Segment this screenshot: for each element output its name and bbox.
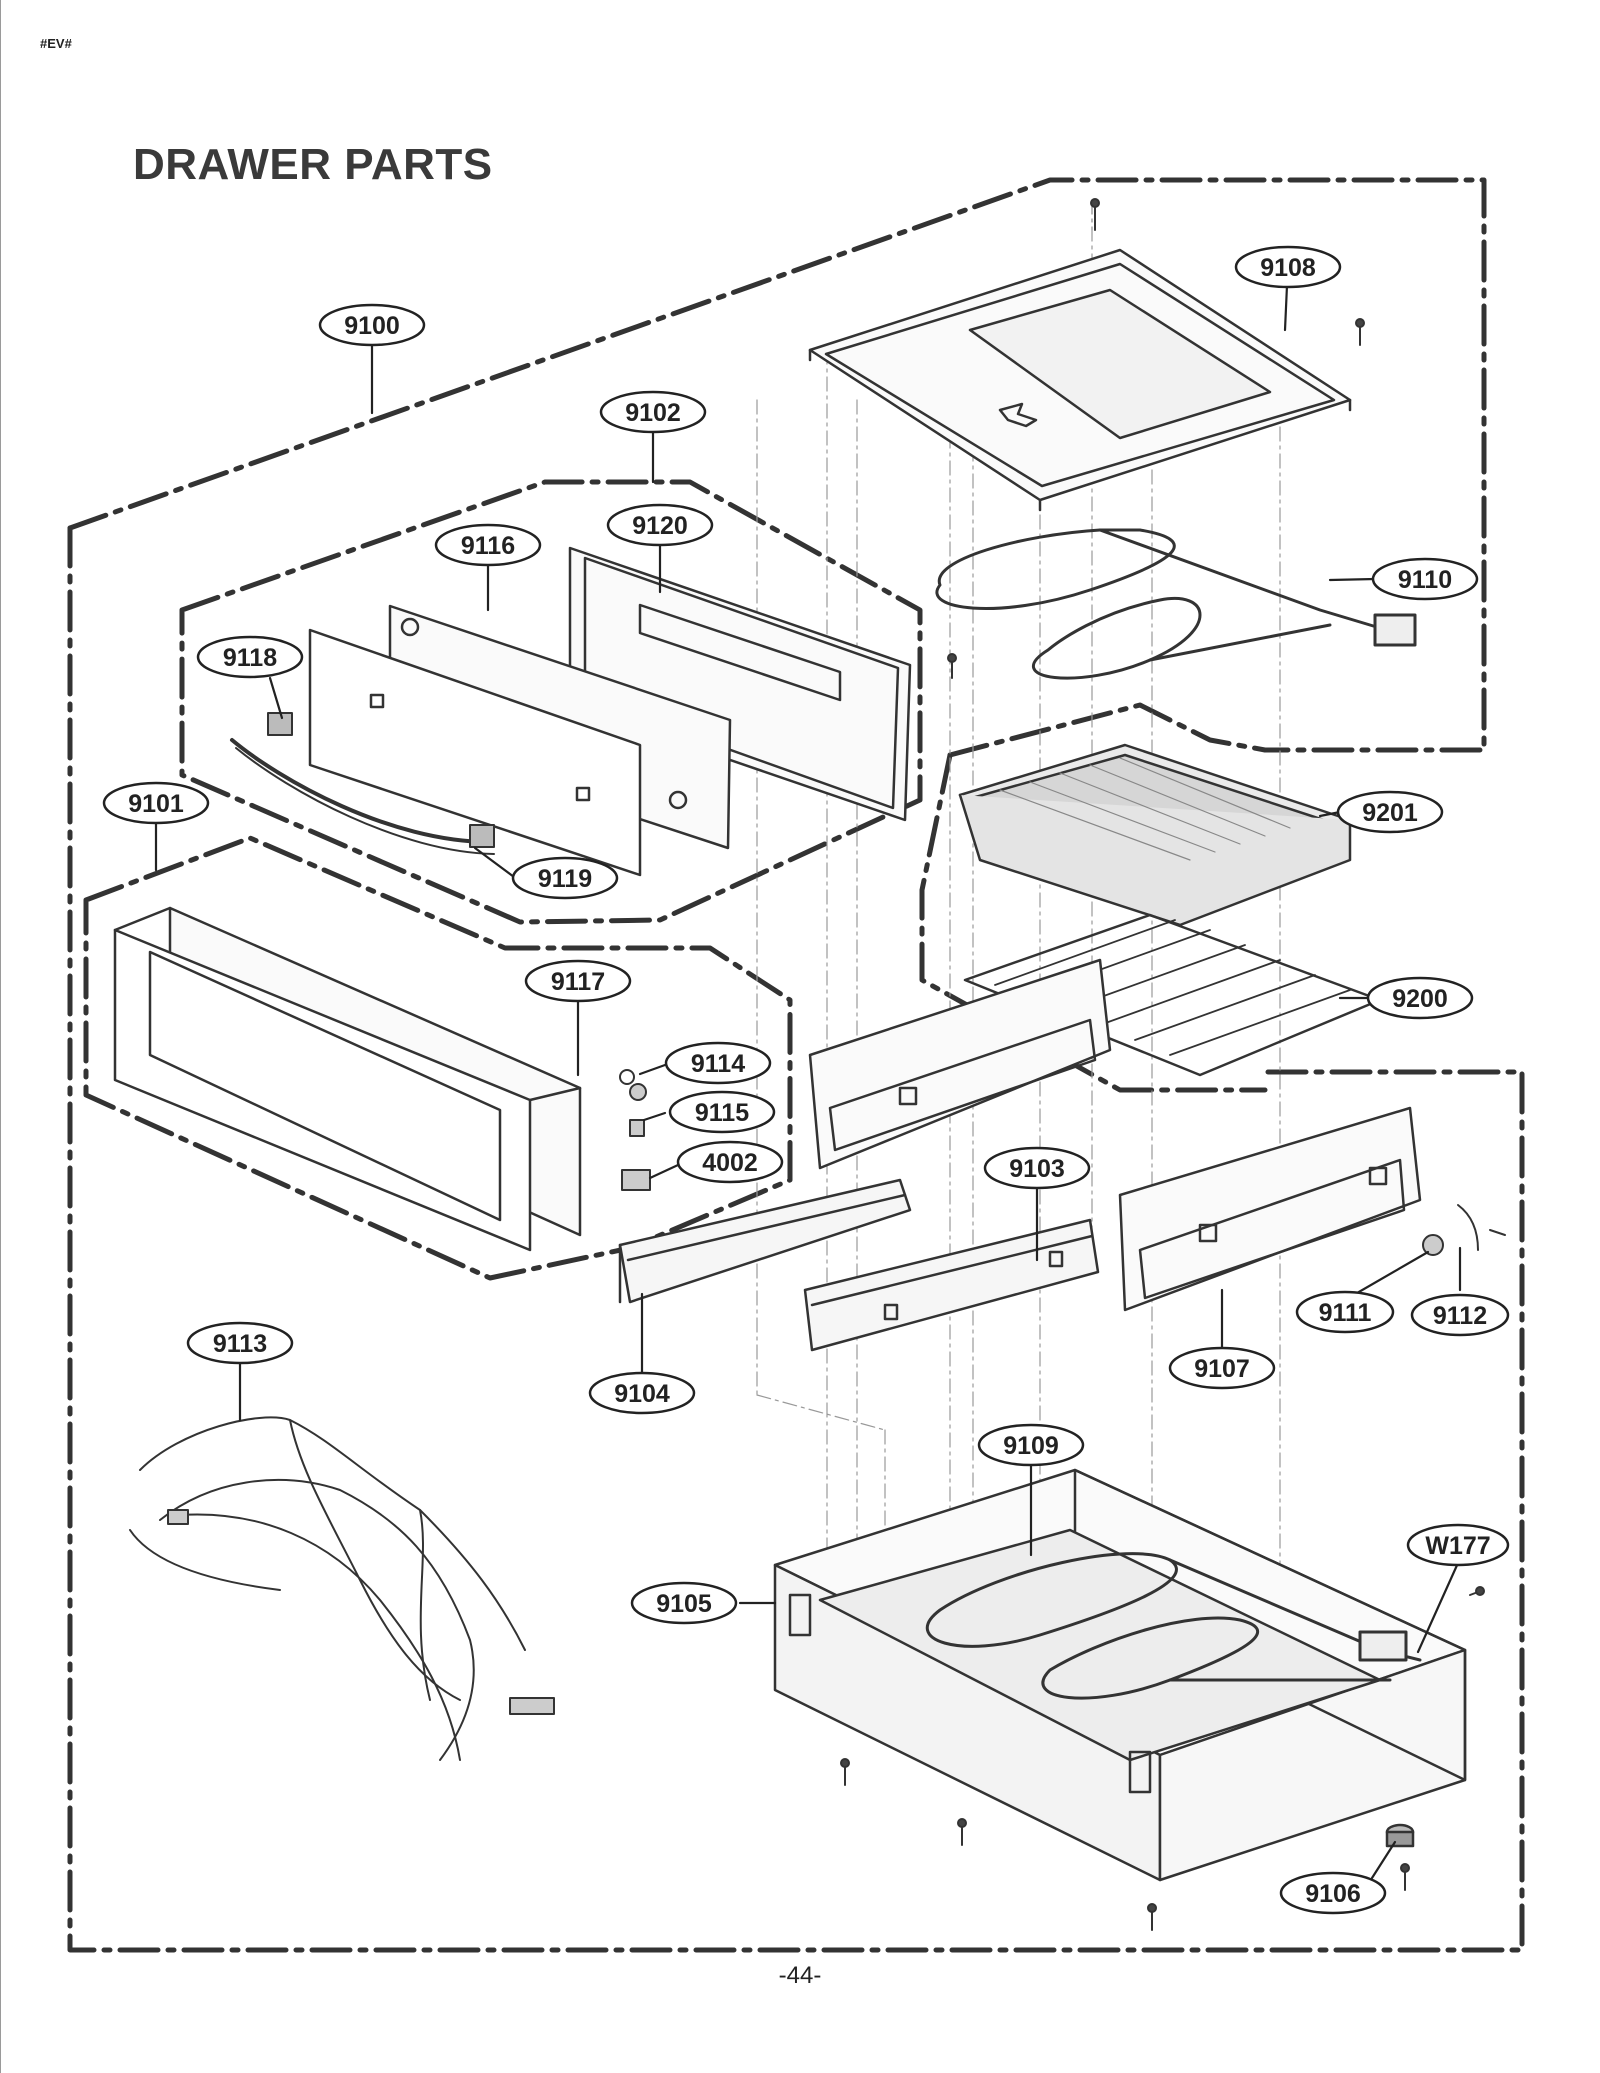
callout-9119: 9119 <box>511 856 619 900</box>
part-9118-9119-handle <box>230 712 495 855</box>
part-9111-9112-switches <box>1422 1204 1506 1256</box>
callout-W177: W177 <box>1406 1523 1510 1567</box>
callout-label: 9117 <box>551 968 605 996</box>
callout-label: 9102 <box>625 399 681 427</box>
screws-bottom <box>840 653 1485 1931</box>
callout-label: 9115 <box>695 1099 749 1127</box>
callout-9118: 9118 <box>196 635 304 679</box>
part-9117-drawer-front <box>113 906 582 1252</box>
corner-tag: #EV# <box>40 36 72 51</box>
callout-label: 9120 <box>632 512 688 540</box>
callout-label: 9109 <box>1003 1432 1059 1460</box>
callout-label: 9108 <box>1260 254 1316 282</box>
callout-9109: 9109 <box>977 1423 1085 1467</box>
part-9109-lower-element <box>925 1552 1422 1700</box>
callouts: 9100 9101 9102 9103 9104 9105 9106 9107 … <box>102 245 1510 1915</box>
callout-9113: 9113 <box>186 1321 294 1365</box>
screws-top <box>1090 198 1365 346</box>
part-left-side-panel <box>808 958 1112 1170</box>
callout-9120: 9120 <box>606 503 714 547</box>
callout-9112: 9112 <box>1410 1293 1510 1337</box>
callout-9111: 9111 <box>1295 1290 1395 1334</box>
page-title: DRAWER PARTS <box>133 140 493 189</box>
callout-label: 9103 <box>1009 1155 1065 1183</box>
part-9105-drawer-box <box>773 1468 1467 1882</box>
callout-label: 9104 <box>614 1380 670 1408</box>
part-9107-right-side-panel <box>1118 1106 1422 1312</box>
callout-label: 9107 <box>1194 1355 1250 1383</box>
callout-9114: 9114 <box>664 1041 772 1085</box>
callout-label: 9101 <box>128 790 184 818</box>
callout-9100: 9100 <box>318 303 426 347</box>
callout-9117: 9117 <box>524 959 632 1003</box>
callout-label: 9112 <box>1433 1302 1487 1330</box>
callout-9115: 9115 <box>668 1090 776 1134</box>
page-edge <box>0 0 1 2073</box>
callout-9200: 9200 <box>1366 976 1474 1020</box>
callout-label: W177 <box>1425 1532 1490 1560</box>
part-9114-9115-4002-latch-parts <box>619 1069 651 1191</box>
callout-label: 9106 <box>1305 1880 1361 1908</box>
callout-9102: 9102 <box>599 390 707 434</box>
callout-9107: 9107 <box>1168 1346 1276 1390</box>
callout-9201: 9201 <box>1336 790 1444 834</box>
part-9106-leveler <box>1385 1823 1415 1848</box>
callout-label: 9110 <box>1398 566 1452 594</box>
callout-label: 9116 <box>461 532 515 560</box>
part-9116-inner-panel <box>308 604 732 877</box>
callout-label: 9105 <box>656 1590 712 1618</box>
callout-label: 9114 <box>691 1050 745 1078</box>
group-outline-9102 <box>179 479 923 925</box>
page-number: -44- <box>778 1962 822 1989</box>
part-9113-wire-harness <box>129 1416 555 1761</box>
callout-9104: 9104 <box>588 1371 696 1415</box>
part-9104-slide-rail <box>618 1178 912 1304</box>
callout-label: 4002 <box>702 1149 758 1177</box>
part-9108-top-plate <box>808 248 1352 512</box>
callout-9103: 9103 <box>983 1146 1091 1190</box>
callout-label: 9201 <box>1362 799 1418 827</box>
callout-label: 9111 <box>1319 1299 1372 1327</box>
callout-9105: 9105 <box>630 1581 738 1625</box>
part-9120-front-panel <box>568 546 912 822</box>
callout-9110: 9110 <box>1371 557 1479 601</box>
callout-label: 9200 <box>1392 985 1448 1013</box>
callout-9116: 9116 <box>434 523 542 567</box>
part-9103-slide-rail <box>803 1218 1100 1352</box>
callout-9106: 9106 <box>1279 1871 1387 1915</box>
callout-label: 9100 <box>344 312 400 340</box>
group-outline-drawer-box <box>919 702 1268 1093</box>
part-9201-broil-pan <box>958 743 1352 927</box>
callout-9108: 9108 <box>1234 245 1342 289</box>
callout-label: 9118 <box>223 644 277 672</box>
group-outline-9100 <box>67 177 1525 1953</box>
callout-label: 9113 <box>213 1330 267 1358</box>
part-9110-upper-element <box>935 528 1417 680</box>
callout-4002: 4002 <box>676 1140 784 1184</box>
callout-label: 9119 <box>538 865 592 893</box>
callout-9101: 9101 <box>102 781 210 825</box>
group-outline-9101 <box>83 835 793 1281</box>
